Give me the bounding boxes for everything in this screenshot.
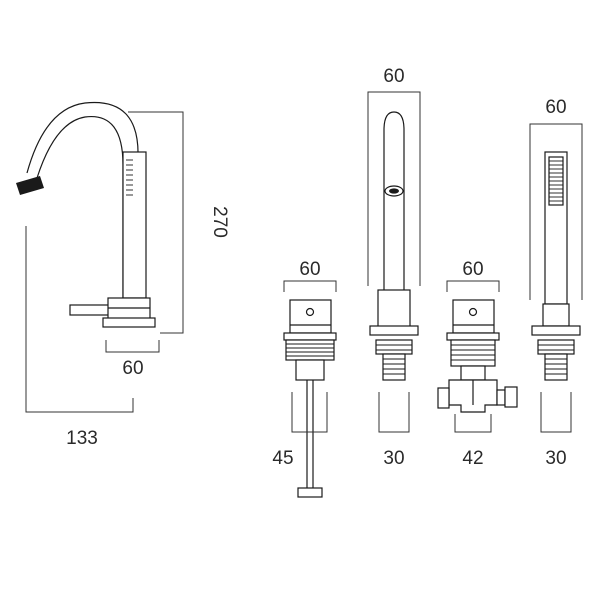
handset-assembly: [531, 151, 581, 381]
handset-spray-texture: [549, 160, 563, 202]
spout-base-plate: [102, 317, 156, 328]
handset-nut-thread: [538, 344, 574, 351]
valve-inlet-right: [496, 389, 506, 406]
label-handset-width: 60: [545, 97, 566, 118]
spout-column-assembly: [369, 111, 419, 381]
spout-column-thread: [376, 344, 412, 351]
spout-column-aerator: [384, 185, 404, 197]
waste-assembly: [283, 299, 337, 498]
dimension-handset-depth: 30: [540, 392, 572, 469]
dimension-valve-depth: 42: [454, 414, 492, 469]
dimension-spout-column-depth: 30: [378, 392, 410, 469]
label-valve-depth: 42: [462, 448, 483, 469]
waste-flange: [283, 332, 337, 341]
spout-column-tail-thread: [383, 358, 405, 375]
handset-tail-thread: [545, 358, 567, 375]
valve-thread-lines: [451, 344, 495, 361]
label-spout-column-depth: 30: [383, 448, 404, 469]
dimension-spout-column-width: 60: [367, 66, 421, 286]
label-handset-depth: 30: [545, 448, 566, 469]
dimension-spout-base-width: 60: [105, 340, 160, 379]
label-spout-base-width: 60: [122, 358, 143, 379]
spout-column-body: [383, 111, 405, 290]
spout-handset-column: [122, 151, 147, 299]
waste-plug: [297, 487, 323, 498]
valve-assembly: [437, 299, 518, 413]
label-waste-depth: 45: [272, 448, 293, 469]
waste-cap: [289, 299, 332, 334]
waste-thread: [285, 339, 335, 361]
spout-outlet: [16, 176, 44, 195]
spout-inner-curve: [26, 101, 139, 318]
spout-handset-texture: [126, 159, 133, 196]
valve-thread: [450, 339, 496, 367]
handset-flange: [531, 325, 581, 336]
handset-nut: [537, 339, 575, 355]
spout-column-tail: [382, 353, 406, 381]
label-waste-width: 60: [299, 259, 320, 280]
dimension-spout-projection: 133: [25, 226, 134, 449]
valve-flange: [446, 332, 500, 341]
handset-holder: [542, 303, 570, 327]
label-valve-width: 60: [462, 259, 483, 280]
dimension-waste-width: 60: [283, 259, 337, 292]
spout-side-view: [16, 101, 156, 328]
spout-column-nut: [375, 339, 413, 355]
label-spout-projection: 133: [66, 428, 98, 449]
valve-inlet-left: [437, 387, 450, 409]
dimension-spout-height: 270: [128, 111, 230, 334]
waste-thread-lines: [286, 343, 334, 357]
label-spout-height: 270: [209, 206, 230, 238]
waste-body: [295, 359, 325, 381]
label-spout-column-width: 60: [383, 66, 404, 87]
spout-base-body: [107, 297, 151, 321]
dimension-waste-depth: 45: [272, 392, 328, 469]
spout-column-flange: [369, 325, 419, 336]
dimension-valve-width: 60: [446, 259, 500, 292]
valve-outlet-right: [504, 386, 518, 408]
dimension-handset-width: 60: [529, 97, 583, 300]
handset-tail: [544, 353, 568, 381]
valve-neck: [460, 365, 486, 381]
valve-handle: [452, 299, 495, 334]
spout-outer-curve: [36, 115, 124, 318]
